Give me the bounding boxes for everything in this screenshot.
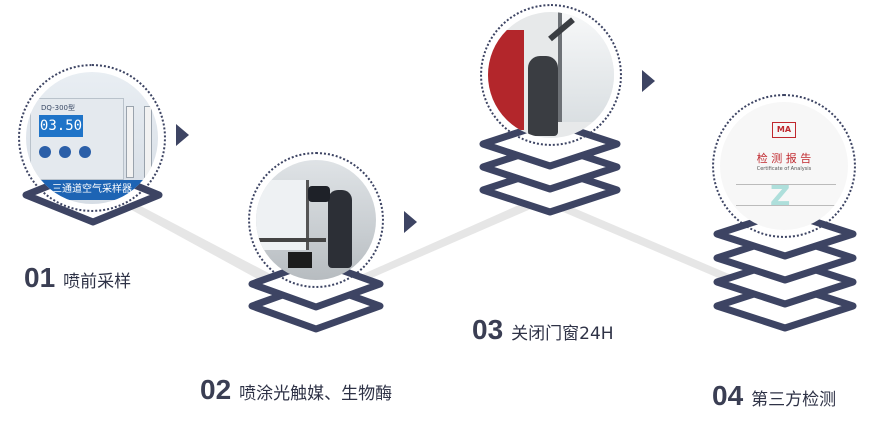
connector-roads <box>95 190 790 305</box>
flow-meter-1 <box>126 106 134 178</box>
arrow-right-icon <box>404 211 417 233</box>
sampler-panel: DQ-300型 03.50 <box>30 98 124 180</box>
flow-meter-2 <box>144 106 152 178</box>
spraying-photo <box>248 152 384 288</box>
arrow-right-icon <box>642 70 655 92</box>
sampler-photo: DQ-300型 03.50 三通道空气采样器 <box>18 64 166 212</box>
step-2-number: 02 <box>200 374 232 405</box>
sampler-brand: DQ-300型 <box>41 104 75 112</box>
step-3-number: 03 <box>472 314 504 345</box>
spray-device <box>308 186 330 202</box>
report-subtitle: Certificate of Analysis <box>756 166 812 172</box>
stand <box>288 252 312 268</box>
man-figure <box>528 56 558 136</box>
step-3-text: 关闭门窗24H <box>511 324 614 344</box>
red-wall <box>488 30 524 130</box>
worker-figure <box>328 190 352 268</box>
report-title: 检 测 报 告 <box>756 152 812 165</box>
step-4-text: 第三方检测 <box>751 390 837 410</box>
report-seal: MA <box>772 122 796 138</box>
step-4-label: 04 第三方检测 <box>712 380 836 412</box>
step-2-text: 喷涂光触媒、生物酶 <box>239 384 393 404</box>
step-2-label: 02 喷涂光触媒、生物酶 <box>200 374 392 406</box>
step-1-number: 01 <box>24 262 56 293</box>
sampler-label-bar: 三通道空气采样器 <box>26 180 158 200</box>
step-3-label: 03 关闭门窗24H <box>472 314 614 346</box>
railing <box>256 238 326 242</box>
report-photo: MA 检 测 报 告 Certificate of Analysis Z <box>712 94 856 238</box>
sampler-buttons <box>39 143 99 158</box>
step-1-label: 01 喷前采样 <box>24 262 131 294</box>
report-lines <box>736 184 836 206</box>
sampler-display: 03.50 <box>39 115 83 137</box>
closing-window-photo <box>480 4 622 146</box>
step-1-text: 喷前采样 <box>63 272 132 292</box>
step-4-number: 04 <box>712 380 744 411</box>
window <box>558 12 614 122</box>
watermark-logo: Z <box>770 179 791 212</box>
arrow-right-icon <box>176 124 189 146</box>
